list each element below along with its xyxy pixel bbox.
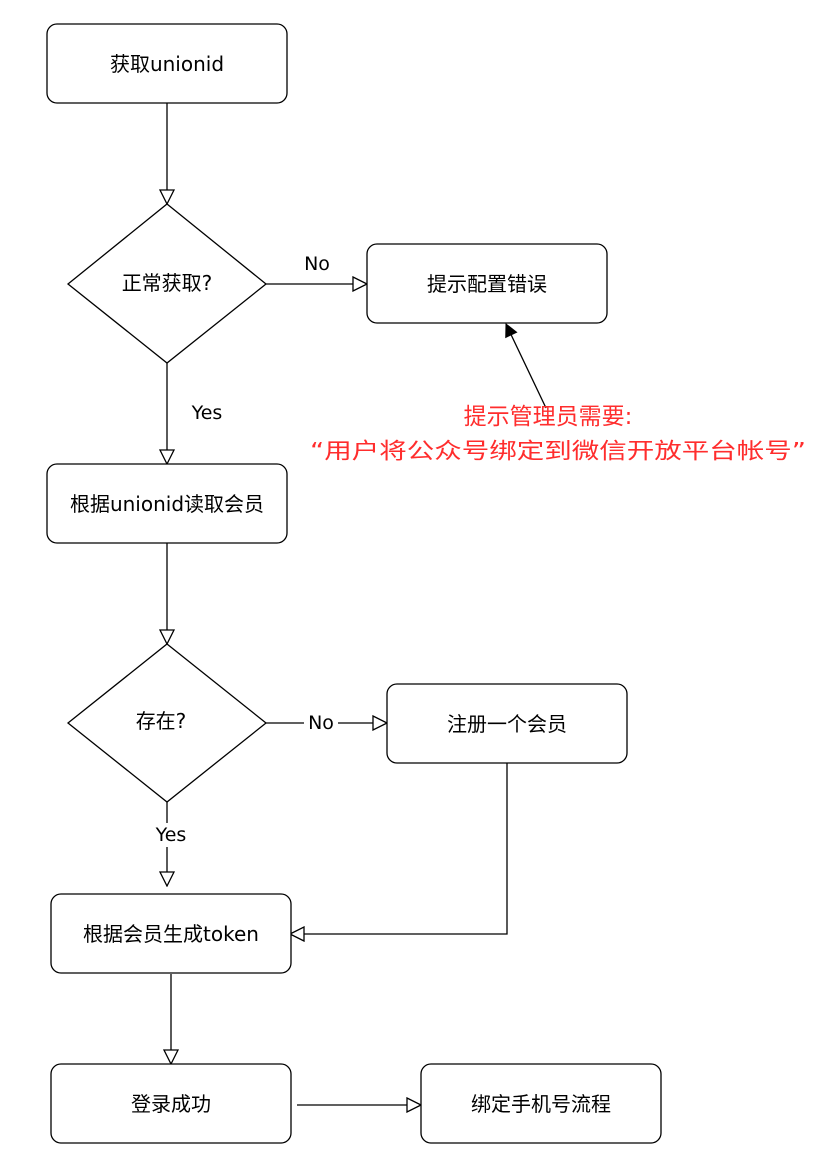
decision-label: 存在? xyxy=(136,709,187,733)
note-line-2: “用户将公众号绑定到微信开放平台帐号” xyxy=(310,440,806,465)
edge-label-exists-yes: Yes xyxy=(155,824,187,846)
node-login-success: 登录成功 xyxy=(50,1063,292,1144)
edge-label-exists-no: No xyxy=(308,712,334,734)
node-label: 根据unionid读取会员 xyxy=(70,492,264,516)
node-label: 注册一个会员 xyxy=(447,712,567,736)
node-label: 绑定手机号流程 xyxy=(471,1092,611,1116)
edge-label-bg xyxy=(304,711,338,735)
edge-register-to-token xyxy=(290,763,508,934)
node-label: 根据会员生成token xyxy=(83,922,259,946)
node-register-member: 注册一个会员 xyxy=(386,683,628,764)
decision-exists: 存在? xyxy=(66,643,268,803)
node-label: 提示配置错误 xyxy=(427,272,547,296)
node-label: 登录成功 xyxy=(131,1092,211,1116)
edge-label-normal-yes: Yes xyxy=(191,402,223,424)
node-get-unionid: 获取unionid xyxy=(46,23,288,104)
node-read-member: 根据unionid读取会员 xyxy=(46,463,288,544)
note-arrow xyxy=(506,324,547,409)
node-generate-token: 根据会员生成token xyxy=(50,893,292,974)
node-label: 获取unionid xyxy=(110,52,224,76)
edge-label-normal-no: No xyxy=(304,253,330,275)
decision-label: 正常获取? xyxy=(122,271,213,295)
edge-label-bg xyxy=(147,823,187,847)
node-bind-phone: 绑定手机号流程 xyxy=(420,1063,662,1144)
decision-normal: 正常获取? xyxy=(66,203,268,364)
node-config-error: 提示配置错误 xyxy=(366,243,608,324)
note-line-1: 提示管理员需要: xyxy=(464,404,633,430)
